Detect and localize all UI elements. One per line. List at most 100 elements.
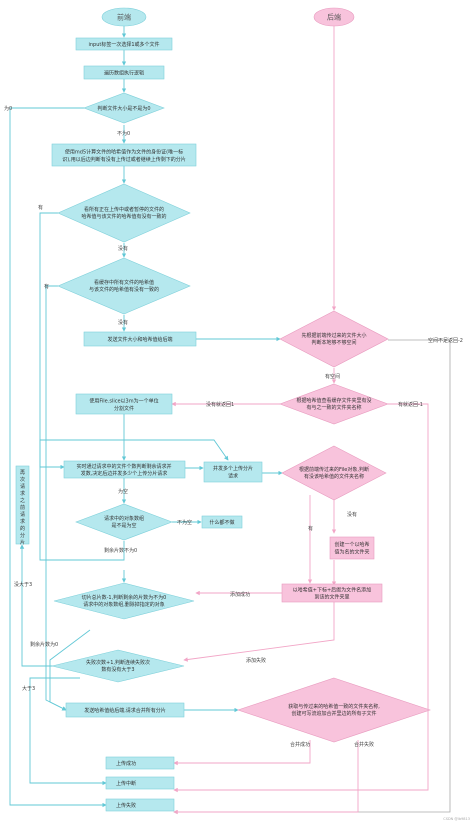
interrupt-text: 上传中断	[116, 780, 136, 787]
decision-check-empty: 请求中的对象数组 是不是为空	[75, 503, 173, 541]
frontend-label: 前端	[117, 13, 131, 22]
label-merge-success: 合并成功	[290, 741, 310, 748]
decision-check-size: 判断文件大小是不是为0	[83, 92, 165, 124]
node-send-hash: 发送文件大小和哈希值给后端	[83, 331, 197, 347]
resend-char-1: 再	[20, 470, 25, 476]
label-gt-3: 大于3	[22, 685, 35, 692]
concurrent-text-2: 请求	[228, 473, 238, 480]
node-interrupt: 上传中断	[105, 776, 175, 790]
create-folder-text-1: 创建一个以哈希	[334, 541, 369, 548]
edge-labels: 为0 不为0 有 没有 有 没有 有空间 空间不足返回-2 没有就返回1 有就返…	[4, 105, 463, 748]
label-not-returned-1: 没有就返回1	[206, 401, 234, 408]
node-create-folder: 创建一个以哈希 值为名的文件夹	[329, 536, 375, 560]
be-object-text-2: 有没该哈希值的文件夹名称	[304, 473, 364, 480]
fail-count-text-2: 数有没有大于3	[101, 666, 134, 673]
md5-text-2: 识),用以后边判断有没有上传过或者继续上传剩下的分片	[62, 156, 186, 163]
node-be-save: 以哈希值+下标+后缀为文件名添加 到该的文件夹里	[281, 583, 383, 603]
failure-text: 上传失败	[116, 802, 136, 809]
decision-check-cache: 看缓存中所有文件的哈希值 与该文件的哈希值有没有一致的	[57, 257, 191, 315]
be-space-text-2: 判断本地够不够空间	[311, 339, 356, 346]
check-size-text: 判断文件大小是不是为0	[97, 105, 150, 112]
send-request-text-2: 发数,决定后边并发多少个上传分片请求	[81, 470, 168, 477]
be-folder-text-2: 有与之一致的文件夹名称	[306, 404, 361, 411]
decision-slice-count: 切片总片数-1,判断剩余的片数为不为0 请求中的对象数组,删除掉指定的对象	[53, 582, 195, 620]
be-save-text-2: 到该的文件夹里	[314, 594, 349, 601]
decision-be-folder: 根据哈希值查看缓存文件夹里有没 有与之一致的文件夹名称	[279, 383, 389, 425]
create-folder-text-2: 值为名的文件夹	[334, 549, 369, 556]
decision-be-merge: 获取与传过来的哈希值一致的文件夹名称, 创建可写流追加合并里边的所有子文件	[237, 677, 431, 743]
decision-check-queue: 看所有正在上传中或者暂停的文件的 哈希值与该文件的哈希值有没有一致的	[57, 183, 191, 243]
node-md5: 使用md5计算文件的哈希值作为文件的身份证(唯一标 识),用以后边判断有没有上传…	[51, 143, 197, 167]
be-merge-text-2: 创建可写流追加合并里边的所有子文件	[291, 710, 376, 717]
label-add-success: 添加成功	[230, 591, 250, 598]
label-remaining-zero: 剩余片数为0	[30, 641, 58, 648]
send-hash-text: 发送文件大小和哈希值给后端	[107, 336, 172, 343]
be-save-text-1: 以哈希值+下标+后缀为文件名添加	[293, 587, 371, 594]
label-no-1: 没有	[118, 245, 128, 252]
resend-char-7: 请	[20, 511, 25, 518]
resend-char-10: 分	[20, 532, 25, 539]
resend-char-9: 的	[20, 525, 25, 532]
send-request-text-1: 实时通过请求中的文件个数判断剩余请求并	[76, 463, 171, 470]
label-has: 有	[308, 525, 313, 532]
node-do-nothing: 什么都不做	[201, 515, 243, 529]
be-space-text-1: 先根据前端传过来的文件大小	[301, 332, 366, 339]
label-merge-fail: 合并失败	[354, 741, 374, 748]
label-empty: 为空	[118, 488, 128, 495]
check-empty-text-1: 请求中的对象数组	[104, 515, 144, 522]
be-object-text-1: 根据前端传过来的File对象,判断	[299, 466, 369, 473]
resend-char-2: 次	[20, 476, 25, 483]
label-has-1: 有	[38, 204, 43, 211]
node-send-request: 实时通过请求中的文件个数判断剩余请求并 发数,决定后边并发多少个上传分片请求	[63, 460, 186, 479]
success-text: 上传成功	[116, 760, 136, 767]
backend-label: 后端	[327, 13, 341, 22]
label-has-returned-neg1: 有就返回-1	[398, 401, 423, 408]
iterate-text: 遍历数组执行逻辑	[104, 69, 144, 76]
backend-header: 后端	[313, 7, 355, 27]
slice-text-1: 使用File.slice以3m为一个单位	[89, 398, 158, 405]
label-not-empty: 不为空	[177, 519, 192, 526]
be-merge-text-1: 获取与传过来的哈希值一致的文件夹名称,	[288, 703, 380, 710]
label-no-2: 没有	[118, 319, 128, 326]
frontend-header: 前端	[101, 7, 147, 27]
decision-fail-count: 失败次数+1,判断连续失败次 数有没有大于3	[51, 649, 185, 683]
slice-count-text-2: 请求中的对象数组,删除掉指定的对象	[83, 601, 165, 608]
label-has-2: 有	[44, 283, 49, 290]
connectors	[9, 26, 451, 815]
node-failure: 上传失败	[105, 798, 175, 812]
resend-char-5: 之	[20, 497, 25, 504]
decision-be-space: 先根据前端传过来的文件大小 判断本地够不够空间	[279, 310, 389, 368]
slice-count-text-1: 切片总片数-1,判断剩余的片数为不为0	[82, 594, 167, 601]
label-no: 没有	[347, 511, 357, 518]
label-not-gt-3: 没大于3	[14, 581, 32, 588]
check-cache-text-1: 看缓存中所有文件的哈希值	[94, 279, 154, 286]
check-empty-text-2: 是不是为空	[111, 522, 136, 529]
be-folder-text-1: 根据哈希值查看缓存文件夹里有没	[296, 397, 371, 404]
check-queue-text-1: 看所有正在上传中或者暂停的文件的	[84, 206, 164, 213]
md5-text-1: 使用md5计算文件的哈希值作为文件的身份证(唯一标	[65, 149, 183, 156]
node-input-select: input标签一次选择1或多个文件	[75, 37, 173, 51]
concurrent-text-1: 并发多个上传分片	[213, 465, 253, 472]
resend-char-8: 求	[20, 518, 25, 525]
node-slice: 使用File.slice以3m为一个单位 分割文件	[75, 393, 173, 415]
label-space-insufficient: 空间不足返回-2	[428, 337, 463, 344]
node-resend: 再 次 请 求 之 前 请 求 的 分 片	[15, 465, 30, 546]
input-select-text: input标签一次选择1或多个文件	[88, 41, 159, 48]
label-remaining-not-zero: 剩余片数不为0	[104, 547, 137, 554]
do-nothing-text: 什么都不做	[209, 519, 234, 526]
slice-text-2: 分割文件	[114, 405, 134, 412]
resend-char-6: 前	[20, 504, 25, 511]
fail-count-text-1: 失败次数+1,判断连续失败次	[86, 659, 150, 666]
label-is-zero: 为0	[4, 105, 12, 112]
node-iterate: 遍历数组执行逻辑	[83, 65, 165, 80]
resend-char-11: 片	[20, 539, 25, 546]
node-concurrent: 并发多个上传分片 请求	[203, 461, 263, 483]
resend-char-3: 请	[20, 483, 25, 490]
node-success: 上传成功	[105, 756, 175, 770]
check-cache-text-2: 与该文件的哈希值有没有一致的	[89, 286, 159, 293]
watermark: CSDN @lb9813	[443, 817, 470, 821]
label-has-space: 有空间	[325, 373, 340, 380]
label-add-fail: 添加失败	[246, 657, 266, 664]
node-send-merge: 发送哈希值给后端,请求合并所有分片	[65, 702, 185, 718]
